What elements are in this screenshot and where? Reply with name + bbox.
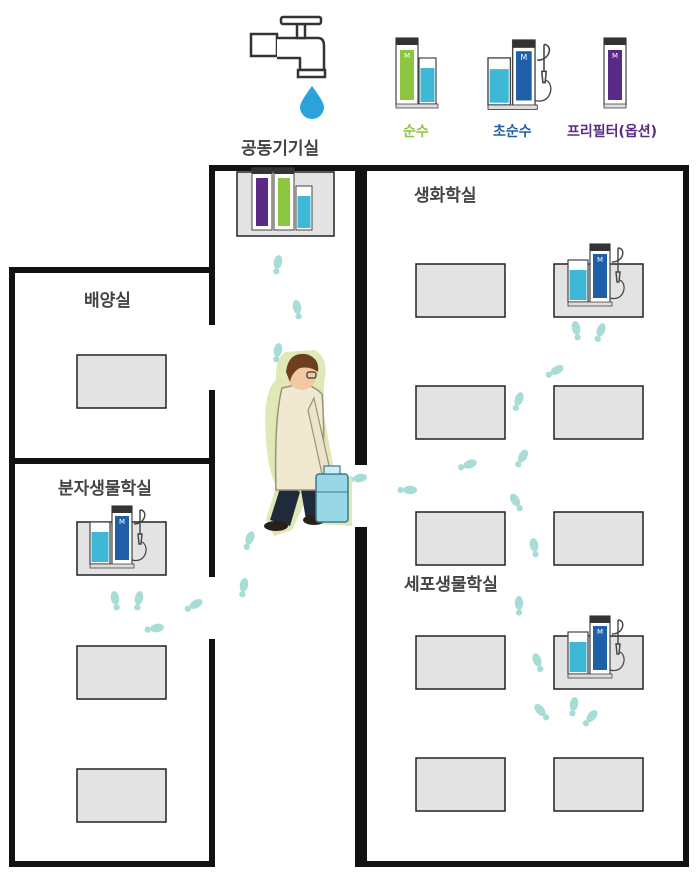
bench <box>76 645 167 700</box>
bench <box>415 511 506 566</box>
bench <box>553 385 644 440</box>
bench <box>76 354 167 409</box>
benches <box>76 263 644 823</box>
svg-text:M: M <box>612 52 618 60</box>
ultrapure-water-system-icon <box>487 39 552 111</box>
legend-prefilter-label: 프리필터(옵션) <box>567 124 658 140</box>
equipment-bench-molecular <box>76 505 167 576</box>
pure-water-system-icon: M <box>395 37 439 109</box>
legend-pure-water-label: 순수 <box>403 124 429 140</box>
equipment-bench-biochem <box>553 243 644 318</box>
bench <box>76 768 167 823</box>
room-label-biochemistry: 생화학실 <box>414 186 477 206</box>
room-label-shared-equipment: 공동기기실 <box>241 139 320 159</box>
water-drop-icon <box>300 86 324 119</box>
bench <box>553 757 644 812</box>
bench <box>415 635 506 690</box>
svg-text:M: M <box>404 52 410 60</box>
room-label-culture: 배양실 <box>84 291 131 311</box>
faucet-icon <box>249 15 327 79</box>
bench <box>415 757 506 812</box>
scientist-icon <box>264 350 352 536</box>
equipment-bench-shared <box>236 167 335 237</box>
room-label-cell-biology: 세포생물학실 <box>404 575 498 595</box>
bench <box>553 511 644 566</box>
equipment-bench-cell <box>553 615 644 690</box>
legend-ultrapure-water-label: 초순수 <box>493 124 532 140</box>
room-label-molecular-biology: 분자생물학실 <box>58 479 152 499</box>
bench <box>415 263 506 318</box>
bench <box>415 385 506 440</box>
prefilter-icon: M <box>603 37 627 109</box>
